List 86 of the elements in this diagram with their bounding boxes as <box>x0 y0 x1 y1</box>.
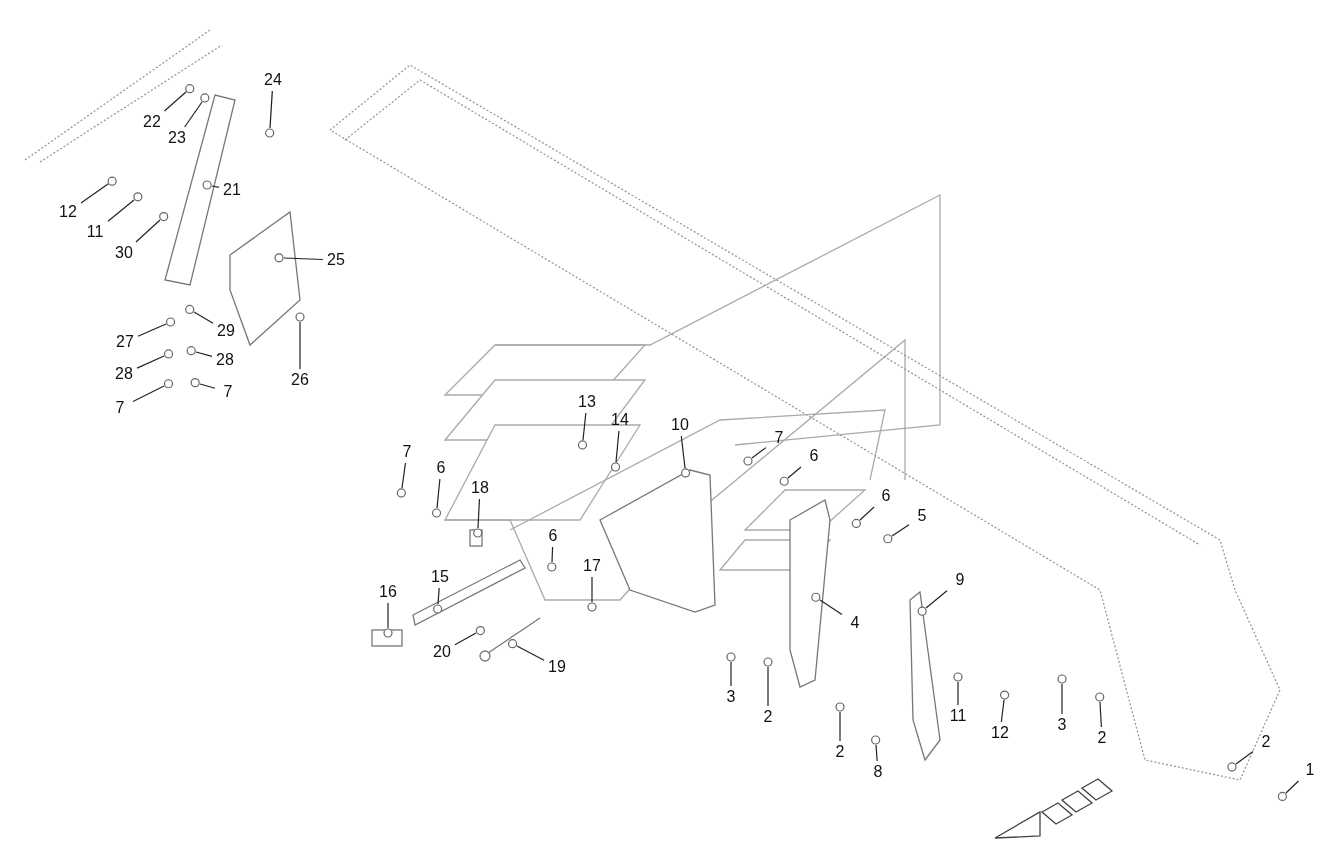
callout-number: 18 <box>468 478 492 498</box>
leader-line <box>839 711 841 742</box>
callout-number: 21 <box>220 180 244 200</box>
leader-line <box>957 681 959 706</box>
callout-number: 27 <box>113 332 137 352</box>
leader-line <box>195 351 213 357</box>
callout-number: 16 <box>376 582 400 602</box>
callout-number: 11 <box>946 706 970 726</box>
leader-line <box>1000 699 1005 723</box>
leader-line <box>891 524 910 537</box>
leader-line <box>751 447 767 459</box>
leader-line <box>199 383 216 389</box>
callout-number: 28 <box>213 350 237 370</box>
callout-number: 4 <box>843 613 867 633</box>
leader-line <box>1285 780 1300 794</box>
callout-number: 25 <box>324 250 348 270</box>
callout-number: 7 <box>395 442 419 462</box>
callout-number: 6 <box>429 458 453 478</box>
leader-line <box>80 183 109 204</box>
leader-line <box>163 91 187 112</box>
callout-number: 14 <box>608 410 632 430</box>
leader-line <box>436 478 441 509</box>
leader-line <box>615 430 620 463</box>
leader-line <box>137 323 167 337</box>
leader-line <box>132 385 165 403</box>
callout-number: 2 <box>828 742 852 762</box>
callout-number: 19 <box>545 657 569 677</box>
callout-number: 3 <box>1050 715 1074 735</box>
leader-line <box>875 744 878 762</box>
callout-number: 13 <box>575 392 599 412</box>
callout-number: 26 <box>288 370 312 390</box>
callout-number: 2 <box>1254 732 1278 752</box>
leader-line <box>283 257 324 261</box>
callout-number: 23 <box>165 128 189 148</box>
leader-line <box>387 602 389 629</box>
callout-number: 2 <box>1090 728 1114 748</box>
callout-number: 6 <box>874 486 898 506</box>
leader-line <box>107 199 135 222</box>
callout-number: 10 <box>668 415 692 435</box>
leader-line <box>1099 701 1102 728</box>
leader-line <box>401 462 407 489</box>
leader-line <box>925 590 948 609</box>
callout-number: 30 <box>112 243 136 263</box>
leader-line <box>787 466 802 479</box>
leader-line <box>767 666 769 707</box>
callout-number: 9 <box>948 570 972 590</box>
callout-number: 28 <box>112 364 136 384</box>
leader-line <box>819 599 843 616</box>
leader-line <box>730 661 732 687</box>
callout-number: 29 <box>214 321 238 341</box>
leader-line <box>193 311 214 324</box>
leader-line <box>1061 683 1063 715</box>
callout-number: 7 <box>216 382 240 402</box>
leader-line <box>211 185 220 188</box>
callout-number: 8 <box>866 762 890 782</box>
leader-line <box>859 506 875 521</box>
callout-number: 12 <box>988 723 1012 743</box>
callout-number: 20 <box>430 642 454 662</box>
callout-number: 15 <box>428 567 452 587</box>
callout-number: 12 <box>56 202 80 222</box>
leader-line <box>136 355 165 369</box>
callout-number: 22 <box>140 112 164 132</box>
callout-number: 2 <box>756 707 780 727</box>
callout-number: 3 <box>719 687 743 707</box>
leader-line <box>299 321 301 370</box>
leader-line <box>582 412 587 441</box>
leader-line <box>551 546 554 563</box>
callout-number: 7 <box>108 398 132 418</box>
leader-line <box>680 435 686 469</box>
leader-line <box>269 90 273 129</box>
callout-number: 1 <box>1298 760 1322 780</box>
leader-line <box>184 101 203 128</box>
callout-number: 17 <box>580 556 604 576</box>
leader-line <box>135 219 161 243</box>
callout-number: 6 <box>541 526 565 546</box>
leader-line <box>516 645 545 661</box>
callout-number: 11 <box>83 222 107 242</box>
leader-line <box>477 498 481 529</box>
leader-line <box>1235 750 1254 765</box>
callout-number: 24 <box>261 70 285 90</box>
callout-number: 7 <box>767 428 791 448</box>
leader-line <box>437 587 440 605</box>
leader-line <box>591 576 593 603</box>
callout-number: 6 <box>802 446 826 466</box>
leader-line <box>454 632 477 646</box>
callout-number: 5 <box>910 506 934 526</box>
